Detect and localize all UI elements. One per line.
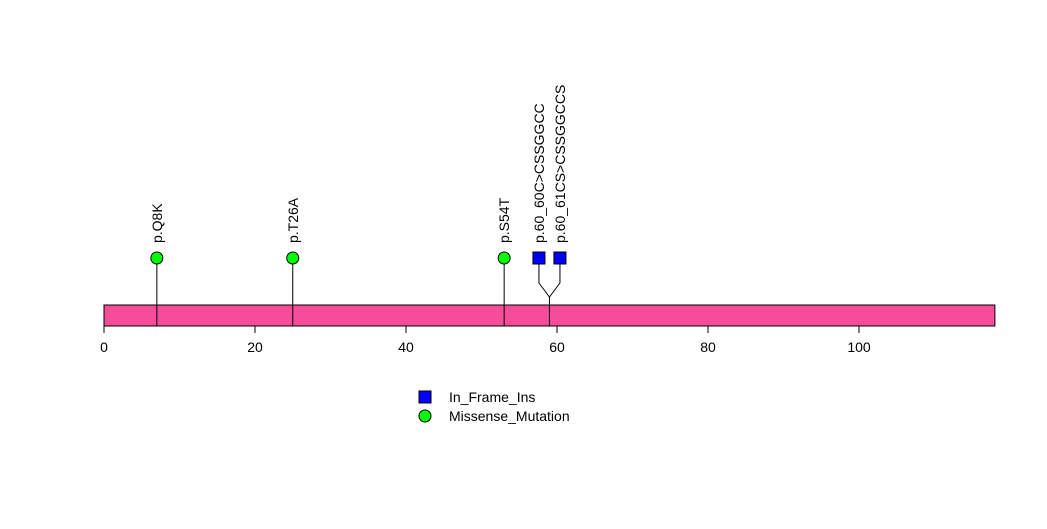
mutation-markers: p.Q8K p.T26A p.S54T p.60_60C>CSSGGCC p.60_61… [149,85,568,265]
legend-label: Missense_Mutation [449,408,570,424]
in-frame-ins-marker [532,251,546,265]
x-tick-label: 60 [549,339,565,355]
x-tick-label: 20 [247,339,263,355]
stems-over-bar [156,258,561,326]
legend-circle-icon [418,409,432,423]
x-tick-label: 100 [847,339,871,355]
legend-square-icon [418,390,432,404]
missense-marker [150,251,164,265]
x-axis: 0 20 40 60 80 100 [100,325,871,355]
x-tick-label: 80 [700,339,716,355]
x-tick-label: 40 [398,339,414,355]
missense-marker [497,251,511,265]
mutation-label: p.60_61CS>CSSGGCCS [552,85,568,243]
in-frame-ins-marker [553,251,567,265]
mutation-label: p.T26A [285,197,301,243]
mutation-label: p.60_60C>CSSGGCC [531,103,547,243]
mutation-label: p.S54T [496,197,512,243]
legend-label: In_Frame_Ins [449,389,535,405]
missense-marker [286,251,300,265]
mutation-label: p.Q8K [149,203,165,243]
x-tick-label: 0 [100,339,108,355]
mutation-stem [549,258,561,298]
mutation-stem [538,258,550,298]
